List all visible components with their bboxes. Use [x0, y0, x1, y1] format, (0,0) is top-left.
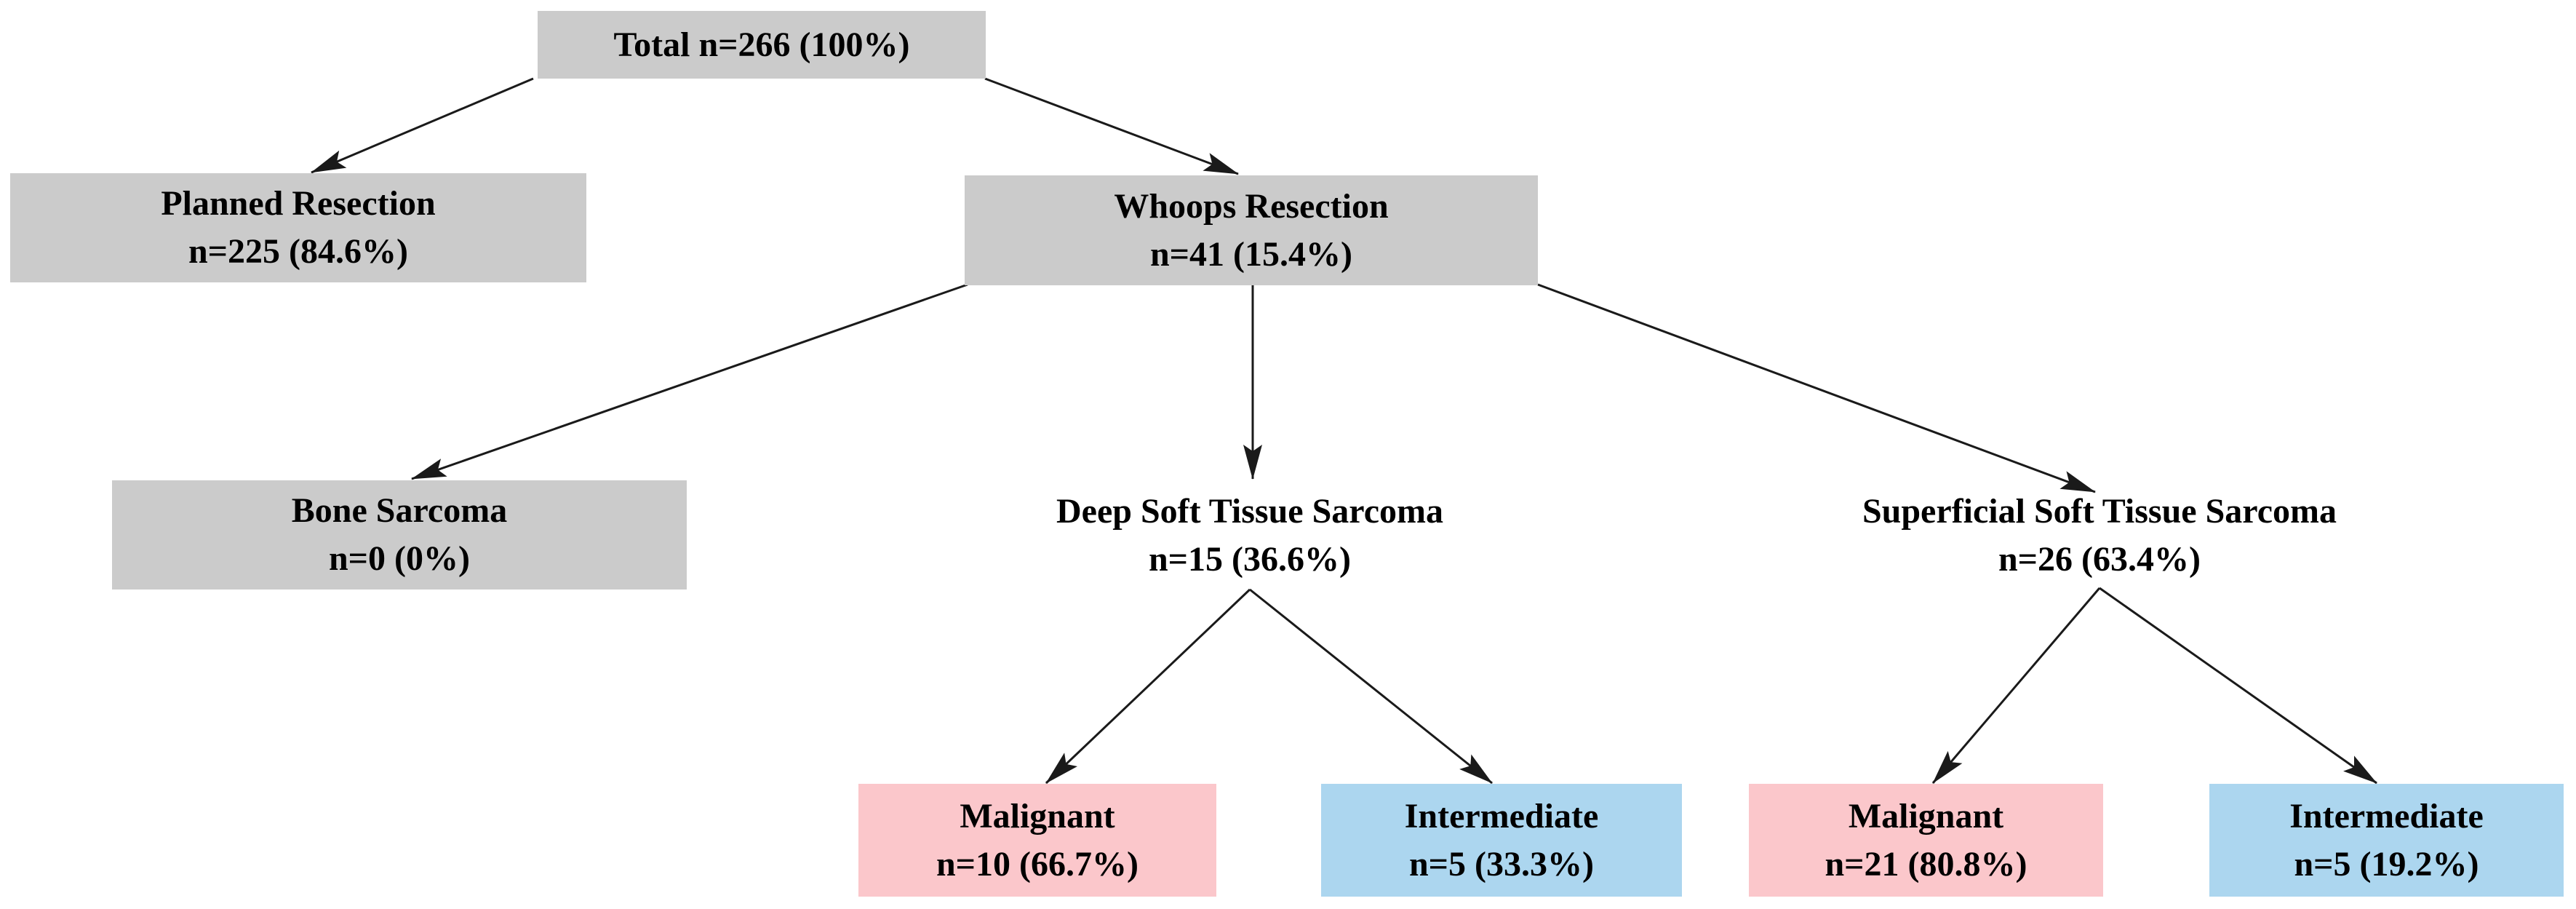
- node-bone-sarcoma: Bone Sarcoma n=0 (0%): [112, 480, 687, 590]
- node-superficial-malignant-title: Malignant: [1848, 796, 2004, 835]
- node-whoops-resection-title: Whoops Resection: [1114, 186, 1389, 226]
- edge-deep-intermediate: [1249, 588, 1493, 785]
- node-superficial-intermediate: Intermediate n=5 (19.2%): [2209, 784, 2564, 897]
- node-superficial-soft-tissue-title: Superficial Soft Tissue Sarcoma: [1862, 492, 2337, 531]
- node-deep-malignant-title: Malignant: [960, 796, 1115, 835]
- edge-superficial-malignant: [1931, 587, 2101, 784]
- edge-whoops-superficial: [1537, 283, 2096, 493]
- node-superficial-intermediate-title: Intermediate: [2289, 796, 2484, 835]
- edge-total-whoops: [984, 77, 1239, 175]
- node-deep-soft-tissue-title: Deep Soft Tissue Sarcoma: [1056, 492, 1444, 531]
- node-deep-soft-tissue-count: n=15 (36.6%): [1148, 540, 1351, 579]
- edge-total-planned: [311, 77, 534, 174]
- node-planned-resection-title: Planned Resection: [161, 184, 436, 223]
- node-deep-intermediate: Intermediate n=5 (33.3%): [1321, 784, 1682, 897]
- node-superficial-malignant-count: n=21 (80.8%): [1825, 844, 2027, 884]
- node-superficial-soft-tissue-count: n=26 (63.4%): [1998, 540, 2201, 579]
- node-planned-resection-count: n=225 (84.6%): [188, 232, 408, 271]
- edge-whoops-bone: [411, 283, 968, 480]
- edge-deep-malignant: [1045, 588, 1251, 785]
- node-total: Total n=266 (100%): [538, 11, 986, 79]
- node-superficial-intermediate-count: n=5 (19.2%): [2294, 844, 2479, 884]
- node-deep-soft-tissue-sarcoma: Deep Soft Tissue Sarcoma n=15 (36.6%): [1013, 485, 1487, 587]
- node-whoops-resection-count: n=41 (15.4%): [1149, 234, 1352, 274]
- node-bone-sarcoma-title: Bone Sarcoma: [291, 491, 508, 530]
- node-deep-intermediate-count: n=5 (33.3%): [1408, 844, 1594, 884]
- node-bone-sarcoma-count: n=0 (0%): [328, 539, 470, 578]
- node-total-label: Total n=266 (100%): [613, 25, 910, 64]
- node-superficial-soft-tissue-sarcoma: Superficial Soft Tissue Sarcoma n=26 (63…: [1823, 485, 2376, 587]
- node-superficial-malignant: Malignant n=21 (80.8%): [1749, 784, 2103, 897]
- node-whoops-resection: Whoops Resection n=41 (15.4%): [965, 175, 1538, 285]
- edge-superficial-intermediate: [2099, 587, 2377, 785]
- node-deep-malignant: Malignant n=10 (66.7%): [858, 784, 1216, 897]
- node-deep-malignant-count: n=10 (66.7%): [936, 844, 1139, 884]
- node-deep-intermediate-title: Intermediate: [1404, 796, 1599, 835]
- node-planned-resection: Planned Resection n=225 (84.6%): [10, 173, 586, 282]
